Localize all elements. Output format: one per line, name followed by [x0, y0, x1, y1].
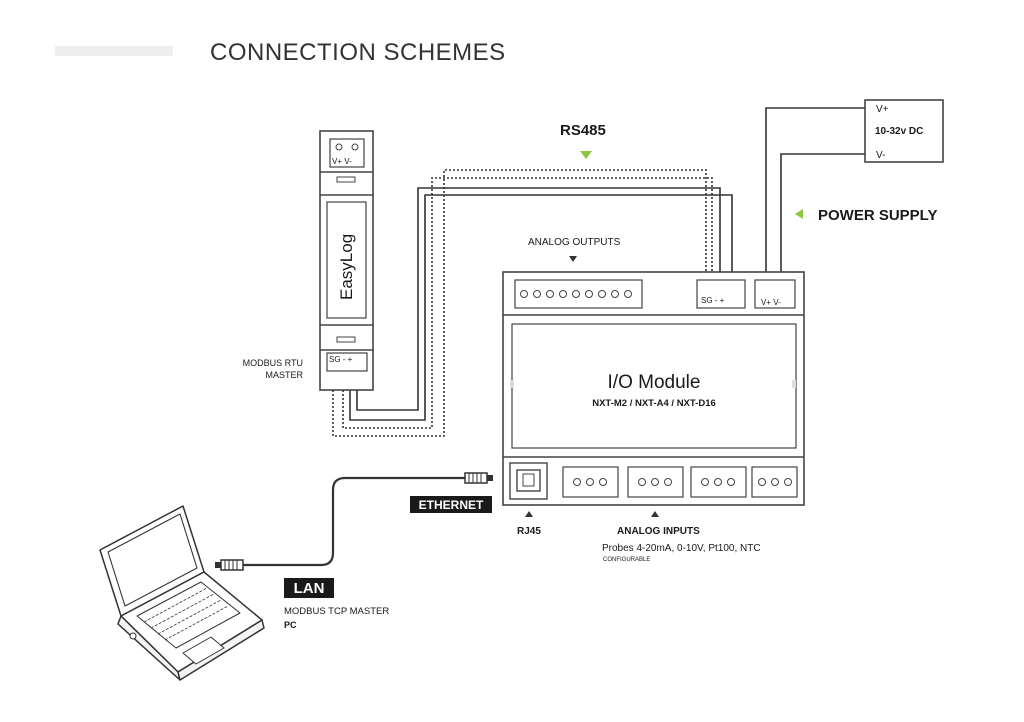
rj45-arrow-icon [525, 511, 533, 517]
power-supply-label: POWER SUPPLY [818, 207, 937, 224]
easylog-top-terminal-label: V+ V- [332, 157, 352, 166]
logo-placeholder [55, 46, 173, 56]
rs485-wiring [332, 169, 733, 437]
page-title: CONNECTION SCHEMES [210, 39, 506, 66]
rs485-label: RS485 [560, 122, 606, 139]
pc-name: PC [284, 620, 297, 630]
power-source: V+ 10-32v DC V- [864, 99, 944, 163]
analog-outputs-arrow-icon [569, 256, 577, 262]
power-wiring [765, 107, 865, 292]
module-models: NXT-M2 / NXT-A4 / NXT-D16 [592, 398, 716, 409]
laptop-icon [99, 505, 265, 681]
power-source-vminus: V- [876, 150, 885, 161]
lan-label: LAN [294, 580, 325, 597]
module-rs485-terminal-label: SG - + [701, 296, 725, 305]
easylog-role-line2: MASTER [265, 370, 303, 380]
ethernet-connector-pc-side [215, 559, 244, 571]
module-title: I/O Module [608, 372, 701, 393]
rs485-wire-sg-outer [332, 169, 707, 437]
analog-inputs-label: ANALOG INPUTS [617, 526, 700, 537]
power-wire-vminus [780, 153, 865, 292]
rj45-label: RJ45 [517, 526, 541, 537]
rs485-wire-sg-inner [342, 177, 713, 429]
analog-inputs-note: CONFIGURABLE [603, 557, 650, 563]
ethernet-label: ETHERNET [419, 498, 484, 512]
analog-inputs-desc: Probes 4-20mA, 0-10V, Pt100, NTC [602, 543, 761, 554]
rs485-wire-plus [349, 194, 733, 421]
easylog-name: EasyLog [337, 234, 356, 300]
ethernet-cable [243, 476, 465, 567]
power-source-vplus: V+ [876, 104, 889, 115]
power-source-voltage: 10-32v DC [875, 126, 923, 137]
power-arrow-icon [795, 209, 803, 219]
module-power-terminal-label: V+ V- [761, 298, 781, 307]
easylog-bottom-terminal-label: SG - + [329, 355, 353, 364]
power-wire-vplus [765, 107, 865, 292]
easylog-role-line1: MODBUS RTU [243, 358, 303, 368]
ethernet-badge [410, 496, 492, 513]
analog-inputs-arrow-icon [651, 511, 659, 517]
lan-badge [284, 578, 334, 598]
pc-role: MODBUS TCP MASTER [284, 606, 389, 617]
rs485-arrow-icon [580, 151, 592, 159]
ethernet-connector-module-side [464, 472, 493, 484]
easylog-device [319, 130, 374, 391]
analog-outputs-label: ANALOG OUTPUTS [528, 237, 621, 248]
rs485-wire-minus [356, 187, 721, 411]
io-module [502, 271, 805, 506]
